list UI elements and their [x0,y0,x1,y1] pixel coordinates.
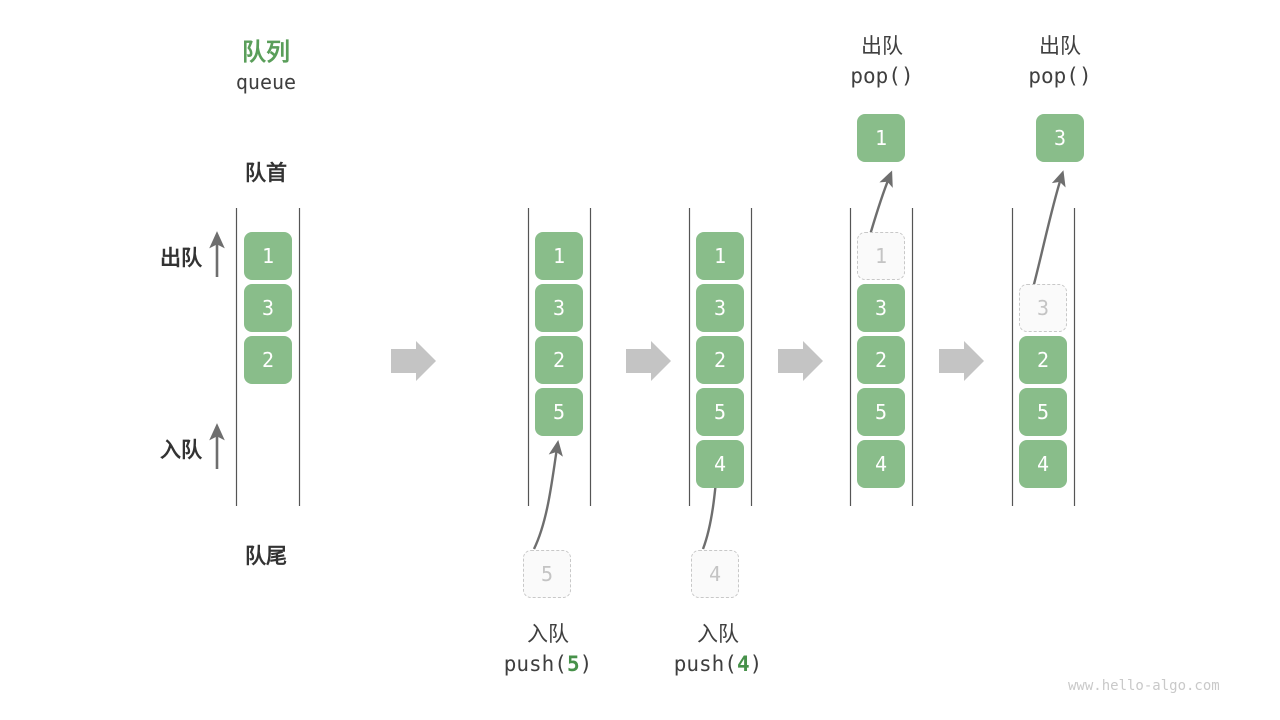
queue-item: 3 [535,284,583,332]
push-arrow-5 [532,439,563,550]
queue-item: 1 [535,232,583,280]
queue-item-new: 4 [696,440,744,488]
queue-item: 3 [696,284,744,332]
rear-label: 队尾 [245,545,287,568]
popped-value-box: 1 [857,114,905,162]
flow-arrow-2 [626,341,671,381]
queue-item: 4 [1019,440,1067,488]
dequeue-side-label: 出队 [160,247,202,270]
push-4-label-code: push(4) [673,651,763,676]
pop-1-label: 出队 pop() [812,32,952,92]
pop-3-label-code: pop() [1028,63,1092,88]
queue-item: 1 [244,232,292,280]
push-5-label: 入队 push(5) [463,620,633,680]
queue-item: 2 [535,336,583,384]
push-4-label-cn: 入队 [697,623,739,646]
queue-item: 2 [857,336,905,384]
watermark: www.hello-algo.com [1068,678,1220,694]
popped-value-box: 3 [1036,114,1084,162]
queue-item: 3 [857,284,905,332]
queue-item-new: 5 [535,388,583,436]
queue-item: 3 [244,284,292,332]
push-5-label-code: push(5) [503,651,593,676]
removed-ghost-box: 3 [1019,284,1067,332]
page-subtitle: queue [235,70,297,94]
queue-item: 5 [857,388,905,436]
pop-3-label-cn: 出队 [1039,35,1081,58]
pop-arrow-3 [1030,170,1066,293]
pop-1-label-cn: 出队 [861,35,903,58]
incoming-ghost-box: 4 [691,550,739,598]
queue-item: 2 [1019,336,1067,384]
push-5-label-cn: 入队 [527,623,569,646]
removed-ghost-box: 1 [857,232,905,280]
incoming-ghost-box: 5 [523,550,571,598]
pop-3-label: 出队 pop() [990,32,1130,92]
flow-arrow-3 [778,341,823,381]
page-title: 队列 [242,39,290,66]
flow-arrow-4 [939,341,984,381]
queue-item: 2 [696,336,744,384]
enqueue-side-label: 入队 [160,439,202,462]
queue-item: 5 [1019,388,1067,436]
pop-1-label-code: pop() [850,63,914,88]
queue-item: 4 [857,440,905,488]
front-label: 队首 [245,162,287,185]
queue-item: 2 [244,336,292,384]
push-4-label: 入队 push(4) [633,620,803,680]
queue-item: 1 [696,232,744,280]
flow-arrow-1 [391,341,436,381]
queue-item: 5 [696,388,744,436]
